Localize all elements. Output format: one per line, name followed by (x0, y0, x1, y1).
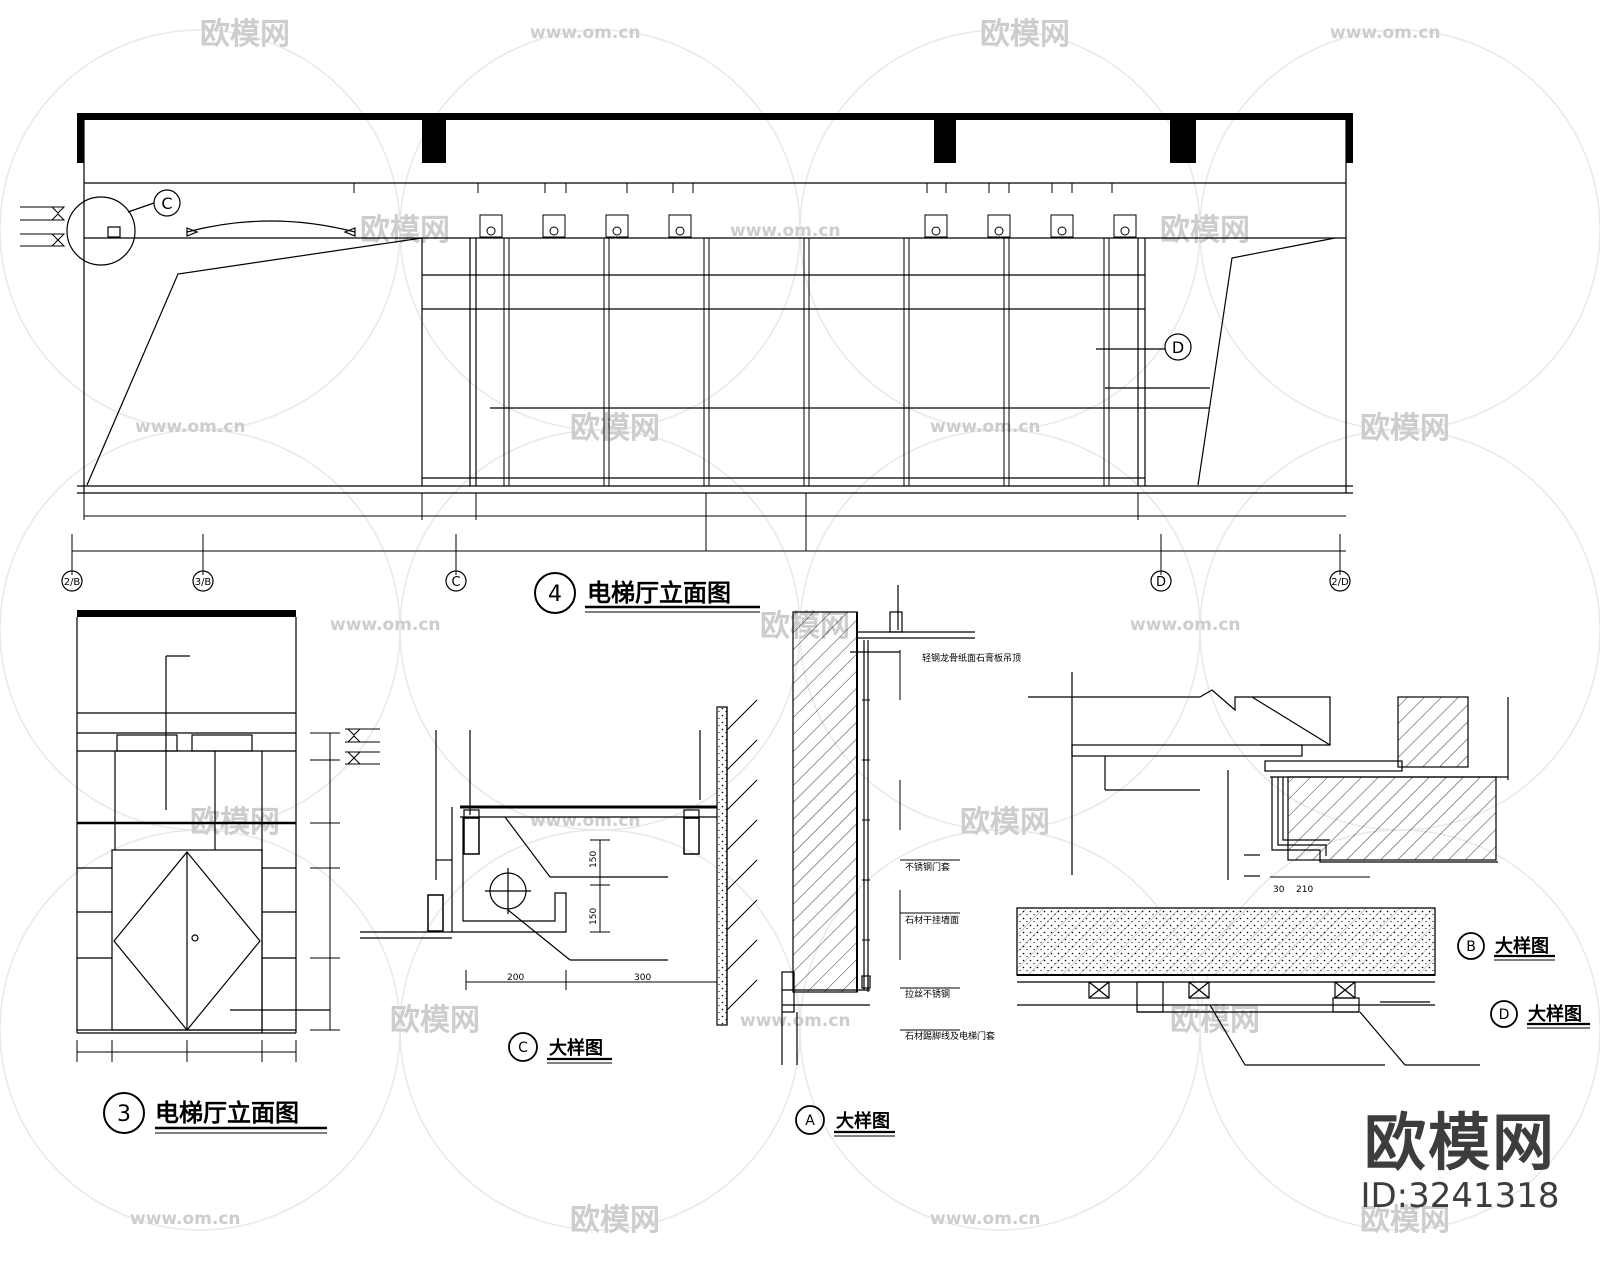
elevation-4 (20, 113, 1353, 614)
elevation-3-number: 3 (117, 1102, 131, 1127)
note: 拉丝不锈钢 (905, 988, 950, 1000)
detail-d-title: 大样图 (1528, 1003, 1582, 1025)
detail-a-tag: A (805, 1113, 815, 1129)
watermark-brand: 欧模网 (360, 213, 450, 248)
axis-label: 2/D (1331, 577, 1349, 588)
watermark-site: www.om.cn (1130, 615, 1241, 635)
detail-a (781, 585, 975, 1137)
watermark-brand: 欧模网 (200, 17, 290, 52)
detail-a-title: 大样图 (836, 1110, 890, 1132)
dimension: 150 (589, 851, 599, 868)
callout-d-label: D (1172, 338, 1184, 357)
watermark-site: www.om.cn (930, 417, 1041, 437)
detail-d (1016, 907, 1590, 1066)
detail-c-tag: C (518, 1040, 528, 1056)
axis-label: 2/B (64, 577, 81, 588)
watermark-brand: 欧模网 (1363, 1106, 1556, 1179)
detail-c (360, 699, 758, 1064)
detail-b-tag: B (1466, 939, 1476, 955)
watermark-site: www.om.cn (740, 1011, 851, 1031)
detail-b-title: 大样图 (1495, 935, 1549, 957)
axis-label: D (1156, 575, 1166, 590)
callout-c-label: C (161, 194, 172, 213)
detail-c-title: 大样图 (549, 1037, 603, 1059)
watermark-site: www.om.cn (930, 1209, 1041, 1229)
axis-label: 3/B (195, 577, 212, 588)
detail-d-labels: D 大样图 (1499, 1003, 1582, 1025)
watermark-logo: 欧模网 ID:3241318 (1350, 1106, 1570, 1217)
dimension: 210 (1296, 885, 1313, 895)
note: 石材踢脚线及电梯门套 (905, 1030, 995, 1042)
axis-label: C (451, 575, 460, 590)
elevation-3-labels: 3 电梯厅立面图 (117, 1099, 299, 1127)
watermark-brand: 欧模网 (570, 411, 660, 446)
watermark-site: www.om.cn (530, 811, 641, 831)
elevation-3 (76, 610, 380, 1134)
dimension: 200 (507, 973, 524, 983)
watermark-brand: 欧模网 (1170, 1003, 1260, 1038)
watermark-site: www.om.cn (135, 417, 246, 437)
note: 石材干挂墙面 (905, 914, 959, 926)
note: 轻钢龙骨纸面石膏板吊顶 (922, 652, 1021, 664)
watermark-site: www.om.cn (730, 221, 841, 241)
detail-a-labels: 轻钢龙骨纸面石膏板吊顶 不锈钢门套 石材干挂墙面 拉丝不锈钢 石材踢脚线及电梯门… (805, 652, 1021, 1132)
note: 不锈钢门套 (905, 861, 950, 873)
dimension: 150 (589, 908, 599, 925)
watermark-brand: 欧模网 (1160, 213, 1250, 248)
detail-b-labels: 30 210 B 大样图 (1273, 885, 1549, 957)
elevation-4-title: 电梯厅立面图 (587, 579, 731, 607)
watermark-site: www.om.cn (530, 23, 641, 43)
detail-d-tag: D (1499, 1007, 1510, 1023)
watermark-brand: 欧模网 (1360, 411, 1450, 446)
watermark-brand: 欧模网 (390, 1003, 480, 1038)
elevation-3-title: 电梯厅立面图 (155, 1099, 299, 1127)
detail-c-labels: 150 150 200 300 C 大样图 (507, 851, 651, 1059)
watermark-layer: 欧模网 www.om.cn 欧模网 www.om.cn 欧模网 www.om.c… (0, 17, 1600, 1238)
elevation-4-labels: C D 2/B 3/B C D 2/D 4 电梯厅立面图 (64, 194, 1349, 607)
watermark-brand: 欧模网 (960, 805, 1050, 840)
dimension: 30 (1273, 885, 1285, 895)
watermark-site: www.om.cn (130, 1209, 241, 1229)
watermark-brand: 欧模网 (570, 1203, 660, 1238)
watermark-site: www.om.cn (1330, 23, 1441, 43)
dimension: 300 (634, 973, 651, 983)
watermark-id: ID:3241318 (1360, 1176, 1560, 1216)
watermark-brand: 欧模网 (1360, 1203, 1450, 1238)
watermark-brand: 欧模网 (980, 17, 1070, 52)
watermark-site: www.om.cn (330, 615, 441, 635)
elevation-4-number: 4 (548, 582, 562, 607)
detail-b (1028, 672, 1555, 961)
